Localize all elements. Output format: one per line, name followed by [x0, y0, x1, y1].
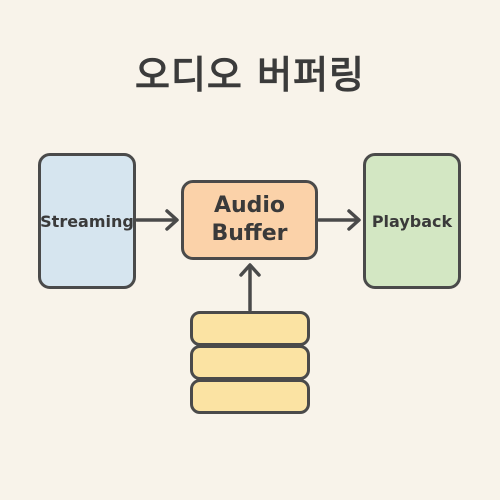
arrowhead-buffer-to-playback — [347, 209, 361, 231]
diagram-title: 오디오 버퍼링 — [135, 53, 365, 97]
data-stack-block-top — [190, 311, 310, 346]
audio-buffer-label: Audio Buffer — [211, 193, 288, 246]
streaming-node: Streaming — [38, 153, 136, 289]
data-stack-block-bottom — [190, 379, 310, 414]
playback-node: Playback — [363, 153, 461, 289]
data-stack-block-middle — [190, 345, 310, 380]
arrowhead-streaming-to-buffer — [165, 209, 179, 231]
playback-label: Playback — [371, 211, 453, 231]
audio-buffer-node: Audio Buffer — [181, 180, 318, 260]
streaming-label: Streaming — [40, 211, 134, 231]
arrowhead-stack-to-buffer — [239, 263, 261, 277]
